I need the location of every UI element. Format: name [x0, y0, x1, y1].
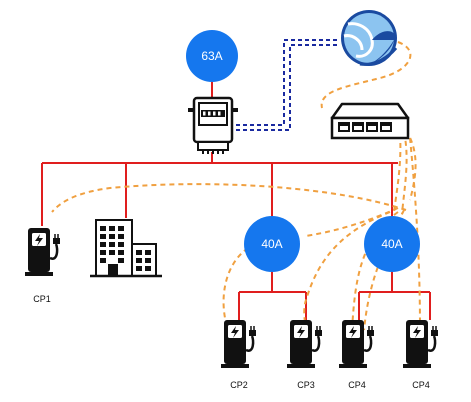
charger-label: CP2 — [230, 380, 248, 390]
charger-label: CP1 — [33, 294, 51, 304]
ev-charger-icon — [221, 320, 256, 368]
charger-label: CP4 — [412, 380, 430, 390]
sub-breaker-right-label: 40A — [381, 237, 402, 251]
power-lines — [41, 82, 431, 320]
network-switch-icon — [330, 102, 410, 140]
ev-charger-icon — [287, 320, 322, 368]
ev-charger-icon — [339, 320, 374, 368]
ev-charger-icon — [403, 320, 438, 368]
network-link — [236, 39, 340, 131]
charger-label: CP3 — [297, 380, 315, 390]
data-lines — [51, 41, 421, 331]
sub-breaker-node-right: 40A — [364, 216, 420, 272]
main-breaker-node: 63A — [186, 30, 238, 82]
charger-label: CP4 — [348, 380, 366, 390]
electricity-meter-icon — [188, 96, 238, 154]
ev-charger-icon — [25, 228, 60, 276]
cloud-logo-icon — [341, 10, 398, 66]
sub-breaker-left-label: 40A — [261, 237, 282, 251]
building-icon — [90, 219, 162, 278]
main-breaker-label: 63A — [201, 49, 222, 63]
sub-breaker-node-left: 40A — [244, 216, 300, 272]
